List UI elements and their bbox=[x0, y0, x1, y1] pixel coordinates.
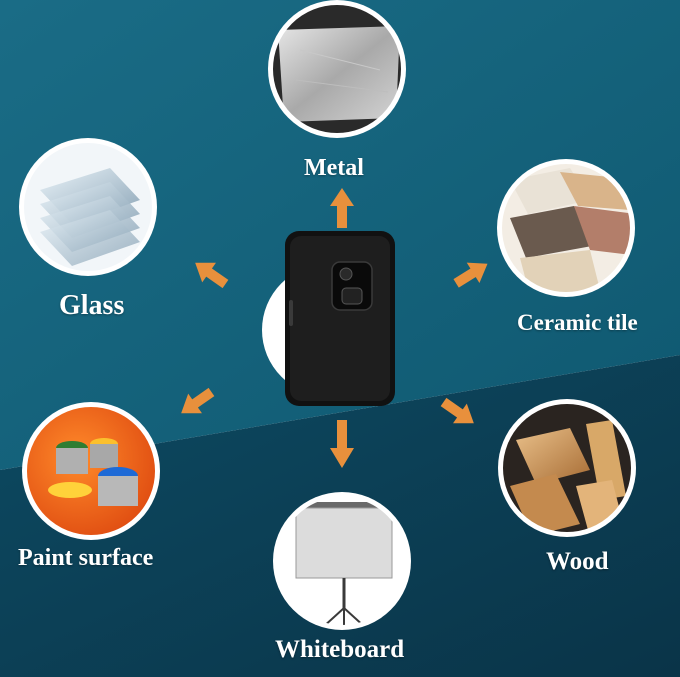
label-glass: Glass bbox=[59, 290, 125, 321]
arrow-up-right-icon bbox=[453, 262, 488, 288]
arrow-down-left-icon bbox=[181, 387, 215, 414]
surface-whiteboard bbox=[273, 492, 411, 630]
glass-panes-icon bbox=[40, 168, 140, 266]
surface-metal bbox=[268, 0, 406, 138]
surface-wood bbox=[498, 399, 636, 537]
label-metal: Metal bbox=[304, 155, 364, 181]
label-whiteboard: Whiteboard bbox=[275, 636, 405, 663]
center-product bbox=[262, 231, 395, 406]
ceramic-tiles-icon bbox=[510, 168, 632, 294]
paint-cans-icon bbox=[48, 438, 138, 506]
label-wood: Wood bbox=[546, 548, 609, 575]
label-paint-surface: Paint surface bbox=[18, 545, 154, 571]
wood-blocks-icon bbox=[510, 420, 626, 534]
metal-plate-icon bbox=[278, 26, 400, 122]
arrow-down-right-icon bbox=[440, 397, 474, 424]
surface-paint bbox=[22, 402, 160, 540]
surface-glass bbox=[19, 138, 157, 276]
label-ceramic-tile: Ceramic tile bbox=[517, 310, 638, 335]
arrow-up-left-icon bbox=[195, 262, 229, 289]
arrow-down-icon bbox=[330, 420, 354, 468]
direction-arrows bbox=[181, 188, 488, 468]
surface-ceramic bbox=[497, 159, 635, 297]
projector-screen-icon bbox=[292, 502, 396, 627]
arrow-up-icon bbox=[330, 188, 354, 228]
